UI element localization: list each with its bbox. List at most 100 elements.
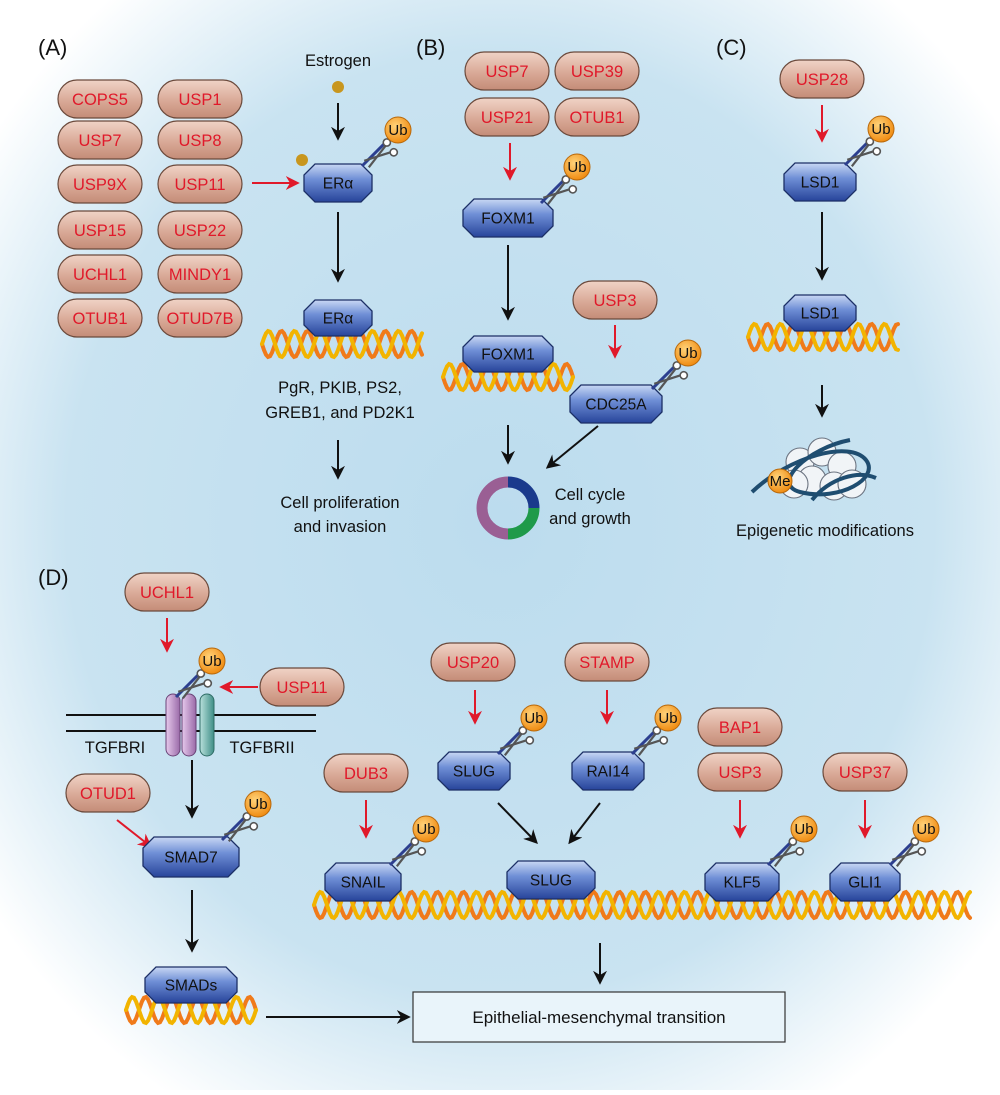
ub-scissors-smad7: Ub <box>220 790 272 842</box>
dub-label-uchl1: UCHL1 <box>73 266 127 284</box>
ub-scissors-rai14: Ub <box>630 704 682 756</box>
ub-scissors-er: Ub <box>360 116 412 168</box>
arrow-otud1-to-smad7 <box>116 819 153 848</box>
scissors-icon <box>499 726 535 756</box>
dub-label-usp8: USP8 <box>178 132 221 150</box>
cell-proliferation-line2: and invasion <box>294 518 387 536</box>
protein-cdc25a: CDC25A <box>569 384 663 424</box>
dub-label-usp1: USP1 <box>178 91 221 109</box>
dub-pill-usp37: USP37 <box>822 752 908 792</box>
protein-slug: SLUG <box>506 860 596 900</box>
chromatin-icon: Me <box>750 437 877 502</box>
dub-pill-usp3: USP3 <box>697 752 783 792</box>
dub-pill-usp3: USP3 <box>572 280 658 320</box>
dub-pill-bap1: BAP1 <box>697 707 783 747</box>
dub-pill-usp11: USP11 <box>259 667 345 707</box>
protein-label-slug: SLUG <box>530 873 572 890</box>
panel-label-b: (B) <box>416 35 445 60</box>
dub-pill-usp28: USP28 <box>779 59 865 99</box>
ub-scissors-cdc25a: Ub <box>650 339 702 391</box>
scissors-icon <box>391 837 427 867</box>
dub-pill-otub1: OTUB1 <box>57 298 143 338</box>
tgfbri-label: TGFBRI <box>85 739 146 757</box>
protein-label-lsd1: LSD1 <box>801 175 840 192</box>
cycle-segment-green <box>507 507 540 540</box>
dna-panel-a <box>260 328 424 360</box>
ub-scissors-snail: Ub <box>388 815 440 867</box>
ub-scissors-gli1: Ub <box>888 815 940 867</box>
ubiquitin-label: Ub <box>248 796 267 813</box>
cycle-segment-purple <box>476 476 509 540</box>
dub-label-otub1: OTUB1 <box>569 109 624 127</box>
dub-label-otud1: OTUD1 <box>80 785 136 803</box>
dub-pill-cops5: COPS5 <box>57 79 143 119</box>
dub-label-usp37: USP37 <box>839 764 891 782</box>
epigenetic-label: Epigenetic modifications <box>736 522 914 540</box>
protein-label-rai14: RAI14 <box>586 764 629 781</box>
dub-label-usp3: USP3 <box>718 764 761 782</box>
dub-label-uchl1: UCHL1 <box>140 584 194 602</box>
panel-label-a: (A) <box>38 35 67 60</box>
ub-scissors-foxm1: Ub <box>539 153 591 205</box>
protein-label-er: ERα <box>323 311 354 328</box>
dna-panel-d-smads <box>124 994 258 1026</box>
dna-panel-d-main <box>312 889 972 921</box>
protein-foxm1: FOXM1 <box>462 198 554 238</box>
cell-cycle-ring <box>476 476 540 540</box>
estrogen-dot <box>332 81 344 93</box>
emt-box <box>412 991 786 1043</box>
ubiquitin-label: Ub <box>202 653 221 670</box>
ubiquitin-label: Ub <box>658 710 677 727</box>
tgfb-receptor-icon <box>165 693 215 757</box>
protein-smads: SMADs <box>144 966 238 1004</box>
protein-label-er: ERα <box>323 176 354 193</box>
protein-foxm1: FOXM1 <box>462 335 554 373</box>
protein-label-smad7: SMAD7 <box>164 850 217 867</box>
protein-er: ERα <box>303 163 373 203</box>
ubiquitin-label: Ub <box>916 821 935 838</box>
ubiquitin-label: Ub <box>388 122 407 139</box>
dub-pill-usp9x: USP9X <box>57 164 143 204</box>
dub-pill-usp11: USP11 <box>157 164 243 204</box>
dub-label-usp11: USP11 <box>276 679 327 697</box>
cell-cycle-line1: Cell cycle <box>555 486 626 504</box>
arrow-rai14-to-slug <box>568 802 601 845</box>
dub-label-cops5: COPS5 <box>72 91 128 109</box>
dub-label-usp7: USP7 <box>78 132 121 150</box>
dub-label-stamp: STAMP <box>579 654 635 672</box>
dub-label-usp28: USP28 <box>796 71 848 89</box>
cell-proliferation-line1: Cell proliferation <box>280 494 399 512</box>
protein-gli1: GLI1 <box>829 862 901 902</box>
dub-pill-usp1: USP1 <box>157 79 243 119</box>
dub-label-usp11: USP11 <box>174 176 225 194</box>
protein-lsd1: LSD1 <box>783 294 857 332</box>
protein-snail: SNAIL <box>324 862 402 902</box>
dub-pill-usp7: USP7 <box>57 120 143 160</box>
protein-slug: SLUG <box>437 751 511 791</box>
protein-label-gli1: GLI1 <box>848 875 882 892</box>
panel-label-c: (C) <box>716 35 747 60</box>
emt-label: Epithelial-mesenchymal transition <box>472 1008 725 1027</box>
dub-label-usp9x: USP9X <box>73 176 127 194</box>
dub-label-otud7b: OTUD7B <box>167 310 234 328</box>
dub-label-usp7: USP7 <box>485 63 528 81</box>
ub-scissors-receptor: Ub <box>174 647 226 699</box>
methyl-label: Me <box>770 473 791 490</box>
scissors-icon <box>846 137 882 167</box>
protein-er: ERα <box>303 299 373 337</box>
ub-scissors-slug: Ub <box>496 704 548 756</box>
protein-label-cdc25a: CDC25A <box>585 397 647 414</box>
dub-label-usp21: USP21 <box>481 109 533 127</box>
dub-pill-usp39: USP39 <box>554 51 640 91</box>
scissors-icon <box>223 812 259 842</box>
dub-label-otub1: OTUB1 <box>72 310 127 328</box>
protein-label-foxm1: FOXM1 <box>481 211 534 228</box>
protein-label-snail: SNAIL <box>341 875 386 892</box>
dub-pill-uchl1: UCHL1 <box>57 254 143 294</box>
scissors-icon <box>542 175 578 205</box>
arrow-slug-to-slug <box>497 802 538 845</box>
er-targets-line2: GREB1, and PD2K1 <box>265 404 415 422</box>
